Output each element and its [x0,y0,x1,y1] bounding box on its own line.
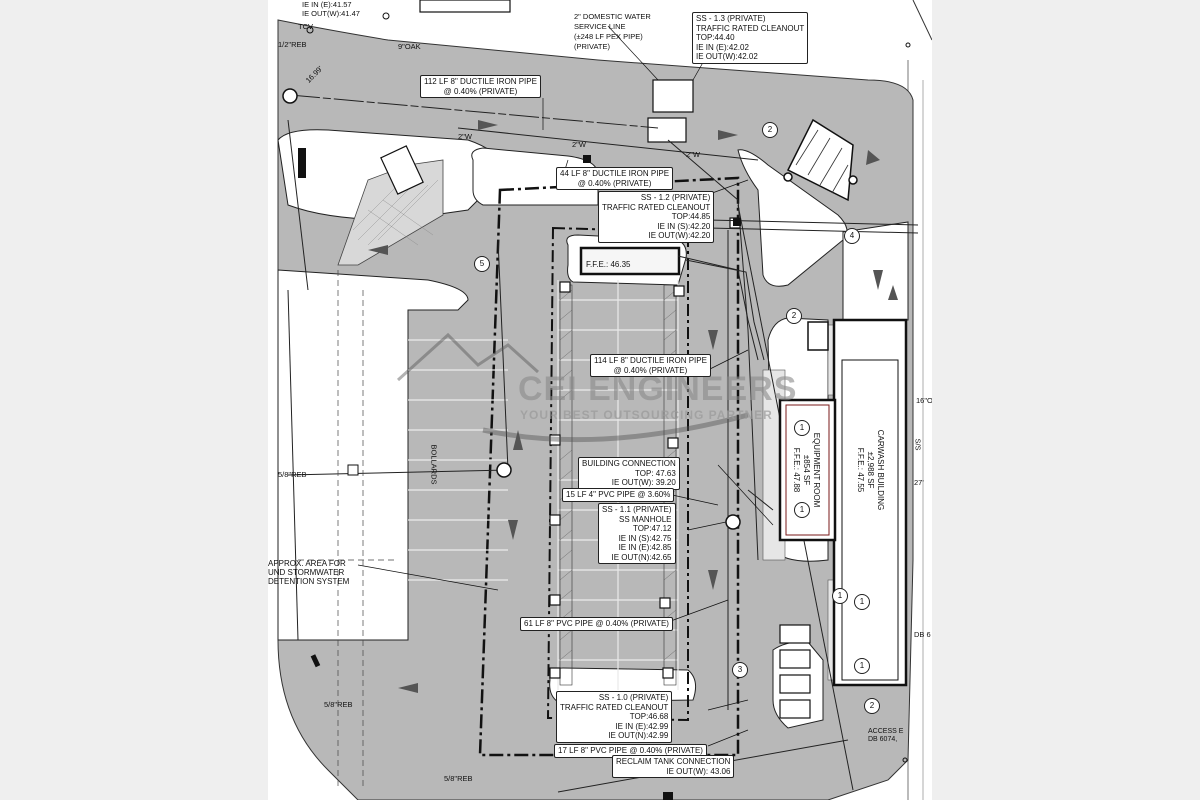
logo-tagline: YOUR BEST OUTSOURCING PARTNER [520,408,773,422]
label-tcv: TCV [298,22,313,31]
equipment-room-label: EQUIPMENT ROOM ±854 SF F.F.E.: 47.88 [792,432,821,508]
label-rebar-half: 1/2"REB [278,40,307,49]
site-plan-sheet: CEI ENGINEERS YOUR BEST OUTSOURCING PART… [268,0,932,800]
label-access-easement: ACCESS E DB 6074, [868,728,904,743]
label-oak-16: 16"O [916,396,932,405]
callout-pipe-112: 112 LF 8" DUCTILE IRON PIPE @ 0.40% (PRI… [420,75,541,98]
carwash-building-label: CARWASH BUILDING ±2,988 SF F.F.E.: 47.55 [856,429,885,511]
callout-reclaim-tank: RECLAIM TANK CONNECTION IE OUT(W): 43.06 [612,755,735,778]
label-water-b: 2"W [572,140,586,149]
label-rebar-c: 5/8"REB [444,774,473,783]
callout-ss-1-0: SS - 1.0 (PRIVATE) TRAFFIC RATED CLEANOU… [556,691,673,743]
label-rebar-b: 5/8"REB [324,700,353,709]
ffe-label: F.F.E.: 46.35 [586,260,631,269]
landscape-island-west [277,269,469,641]
top-left-invert-note: IE IN (E):41.57 IE OUT(W):41.47 [302,0,360,18]
keynote-marker: 1 [854,658,870,674]
keynote-marker: 2 [786,308,802,324]
callout-pipe-114: 114 LF 8" DUCTILE IRON PIPE @ 0.40% (PRI… [590,354,711,377]
label-water-a: 2"W [458,132,472,141]
label-water-c: 2"W [686,150,700,159]
label-right-dim: S/S [913,438,923,451]
keynote-marker: 1 [794,502,810,518]
keynote-marker: 1 [854,594,870,610]
callout-ss-1-2: SS - 1.2 (PRIVATE) TRAFFIC RATED CLEANOU… [598,191,715,243]
label-bollards: BOLLARDS [429,444,439,485]
callout-ss-1-1: SS - 1.1 (PRIVATE) SS MANHOLE TOP:47.12 … [598,503,676,564]
landscape-island-ne [737,149,848,287]
keynote-marker: 2 [762,122,778,138]
label-oak: 9"OAK [398,42,421,51]
callout-pipe-15: 15 LF 4" PVC PIPE @ 3.60% [562,488,675,502]
site-plan-drawing [277,0,932,800]
keynote-marker: 4 [844,228,860,244]
keynote-marker: 3 [732,662,748,678]
callout-pipe-44: 44 LF 8" DUCTILE IRON PIPE @ 0.40% (PRIV… [556,167,674,190]
carwash-building [832,318,908,687]
label-rebar-a: 5/8"REB [278,470,307,479]
logo-mark [396,332,749,443]
domestic-water-label: 2" DOMESTIC WATER SERVICE LINE (±248 LF … [574,12,651,51]
keynote-marker: 1 [832,588,848,604]
keynote-marker: 5 [474,256,490,272]
manholes [282,88,858,530]
callout-building-connection: BUILDING CONNECTION TOP: 47.63 IE OUT(W)… [578,457,680,490]
label-db: DB 6 [914,630,931,639]
keynote-marker: 2 [864,698,880,714]
callout-pipe-61: 61 LF 8" PVC PIPE @ 0.40% (PRIVATE) [520,617,673,631]
label-dim-27: 27' [914,478,924,487]
label-stormwater: APPROX. AREA FOR UND STORMWATER DETENTIO… [268,559,350,586]
callout-ss-1-3: SS - 1.3 (PRIVATE) TRAFFIC RATED CLEANOU… [692,12,809,64]
keynote-marker: 1 [794,420,810,436]
